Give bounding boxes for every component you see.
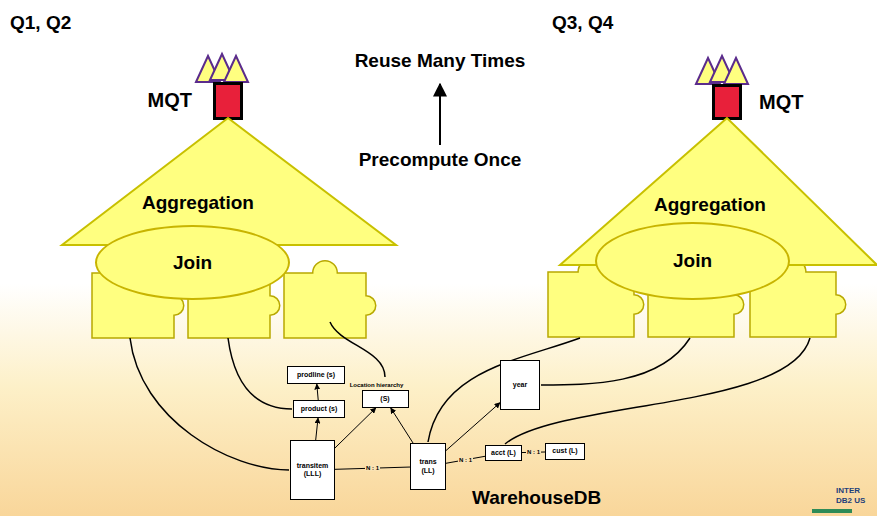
mqt-box: MQT <box>213 82 243 120</box>
table-box: year <box>500 360 540 410</box>
cardinality-label: N : 1 <box>365 465 380 471</box>
relation-line <box>446 403 500 451</box>
node-label: Aggregation <box>142 192 254 214</box>
mapping-curve <box>228 338 292 409</box>
mapping-curves <box>130 322 810 470</box>
table-box: cust (L) <box>545 443 585 460</box>
puzzle-piece <box>284 261 376 338</box>
query-triangle <box>224 56 248 82</box>
reuse-label: Reuse Many Times <box>355 50 526 72</box>
mapping-curve <box>541 338 690 385</box>
query-triangle <box>724 58 748 84</box>
join-ellipse: Join <box>595 222 790 300</box>
node-label: product (s) <box>301 405 338 413</box>
relation-line <box>317 384 318 400</box>
node-label: MQT <box>148 89 192 112</box>
mapping-curve <box>428 338 580 442</box>
table-box: prodline (s) <box>287 366 345 384</box>
logo-text: INTER <box>836 486 860 495</box>
logo <box>812 509 852 513</box>
node-label: Join <box>173 252 212 274</box>
precompute-label: Precompute Once <box>359 149 522 171</box>
triangle-outline <box>62 118 396 245</box>
query-label: Q1, Q2 <box>10 12 71 34</box>
logo-text: DB2 US <box>836 496 865 505</box>
cardinality-label: N : 1 <box>458 457 473 463</box>
node-label: Aggregation <box>654 194 766 216</box>
relation-line <box>391 408 413 443</box>
node-label: MQT <box>759 91 803 114</box>
join-ellipse: Join <box>95 225 290 300</box>
mqt-box: MQT <box>712 84 742 120</box>
table-box: product (s) <box>293 400 345 418</box>
table-box: trans (LL) <box>410 443 446 490</box>
table-box: transitem (LLL) <box>290 440 335 500</box>
node-label: transitem (LLL) <box>293 462 332 478</box>
table-box: Location hierarchy(S) <box>362 390 409 408</box>
relation-line <box>446 456 485 463</box>
node-label: trans (LL) <box>413 458 443 474</box>
cardinality-label: N : 1 <box>526 449 541 455</box>
triangle-shape <box>62 118 396 245</box>
relation-line <box>316 418 318 440</box>
node-label: prodline (s) <box>297 371 335 379</box>
node-label: (S) <box>380 395 389 403</box>
aggregation-triangle: Aggregation <box>62 118 396 245</box>
query-label: Q3, Q4 <box>552 12 613 34</box>
mapping-curve <box>505 338 810 444</box>
node-label: cust (L) <box>552 447 577 455</box>
database-label: WarehouseDB <box>472 487 601 509</box>
table-box: acct (L) <box>485 445 522 461</box>
logo-bar <box>812 509 852 513</box>
node-label: year <box>513 381 527 389</box>
node-label: Join <box>673 250 712 272</box>
node-label: acct (L) <box>491 449 516 457</box>
reuse-arrow <box>439 84 441 145</box>
table-heading: Location hierarchy <box>350 382 404 388</box>
